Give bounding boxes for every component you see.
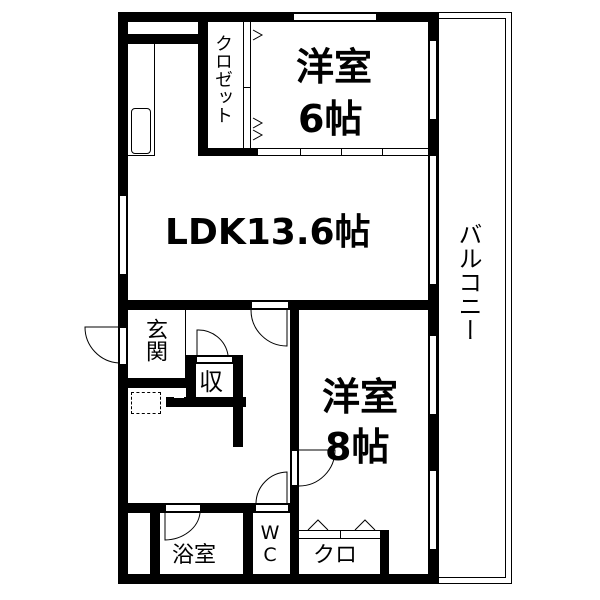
room8-door-opening xyxy=(291,450,298,486)
closet-left-wall xyxy=(198,22,208,156)
bath-door-opening xyxy=(165,504,201,512)
room-western-6-size: 6帖 xyxy=(298,97,363,141)
room6-partition-line-2 xyxy=(258,155,428,156)
window-right-4 xyxy=(429,470,437,550)
storage-right-wall xyxy=(233,357,243,447)
wc-door-opening xyxy=(255,504,289,512)
pillar-notch xyxy=(174,390,184,398)
window-top xyxy=(293,13,377,21)
closet2-right-wall xyxy=(380,530,389,584)
bath-left-wall xyxy=(150,503,160,584)
shoe-box-icon xyxy=(131,392,161,414)
outer-wall-top xyxy=(118,12,436,22)
entrance-partition xyxy=(185,310,186,378)
sliding-door-seg xyxy=(300,148,301,156)
ldk-label: LDK13.6帖 xyxy=(165,212,371,253)
balcony-label: バルコニー xyxy=(454,222,482,342)
entrance-step-wall xyxy=(128,378,186,388)
room-western-8-name: 洋室 xyxy=(322,375,399,419)
sliding-door-seg xyxy=(341,148,342,156)
wc-label: WC xyxy=(259,522,281,566)
storage-bottom-wall xyxy=(166,397,246,407)
kitchen-counter-edge xyxy=(154,44,155,156)
room-western-8-size: 8帖 xyxy=(325,425,390,469)
storage-label: 収 xyxy=(199,368,223,396)
balcony-inner-outline xyxy=(438,18,506,578)
closet-door-mid xyxy=(243,87,251,88)
storage-door-opening xyxy=(196,356,233,363)
window-left xyxy=(119,195,127,275)
closet2-door-mid xyxy=(340,530,341,538)
kitchen-upper-wall xyxy=(128,34,208,44)
entrance-label: 玄関 xyxy=(142,318,167,362)
bath-top-wall xyxy=(118,503,298,513)
kitchen-counter-bottom xyxy=(128,155,155,156)
closet-1-label: クロゼット xyxy=(212,34,233,124)
sliding-door-seg xyxy=(382,148,383,156)
ldk-door-opening xyxy=(251,301,289,309)
closet-2-label: クロ xyxy=(313,543,358,568)
room-western-6-name: 洋室 xyxy=(296,45,373,89)
hall-right-wall xyxy=(290,300,299,584)
balcony-outline xyxy=(438,12,512,584)
window-right-2 xyxy=(429,155,437,285)
storage-left-wall xyxy=(186,357,196,397)
closet-door-line xyxy=(243,22,244,148)
outer-wall-right xyxy=(428,12,438,584)
wc-left-wall xyxy=(243,503,253,584)
outer-wall-left xyxy=(118,12,128,584)
room6-bottom-wall xyxy=(198,148,258,156)
closet-door-line-2 xyxy=(250,22,251,148)
entrance-door-opening xyxy=(119,327,127,365)
outer-wall-bottom xyxy=(118,574,436,584)
bathroom-label: 浴室 xyxy=(172,543,217,568)
window-right-1 xyxy=(429,40,437,120)
window-right-3 xyxy=(429,335,437,415)
closet2-door-line xyxy=(299,530,380,531)
sink-icon xyxy=(131,108,151,154)
room6-partition-line xyxy=(258,148,428,149)
closet2-door-line-2 xyxy=(299,538,380,539)
